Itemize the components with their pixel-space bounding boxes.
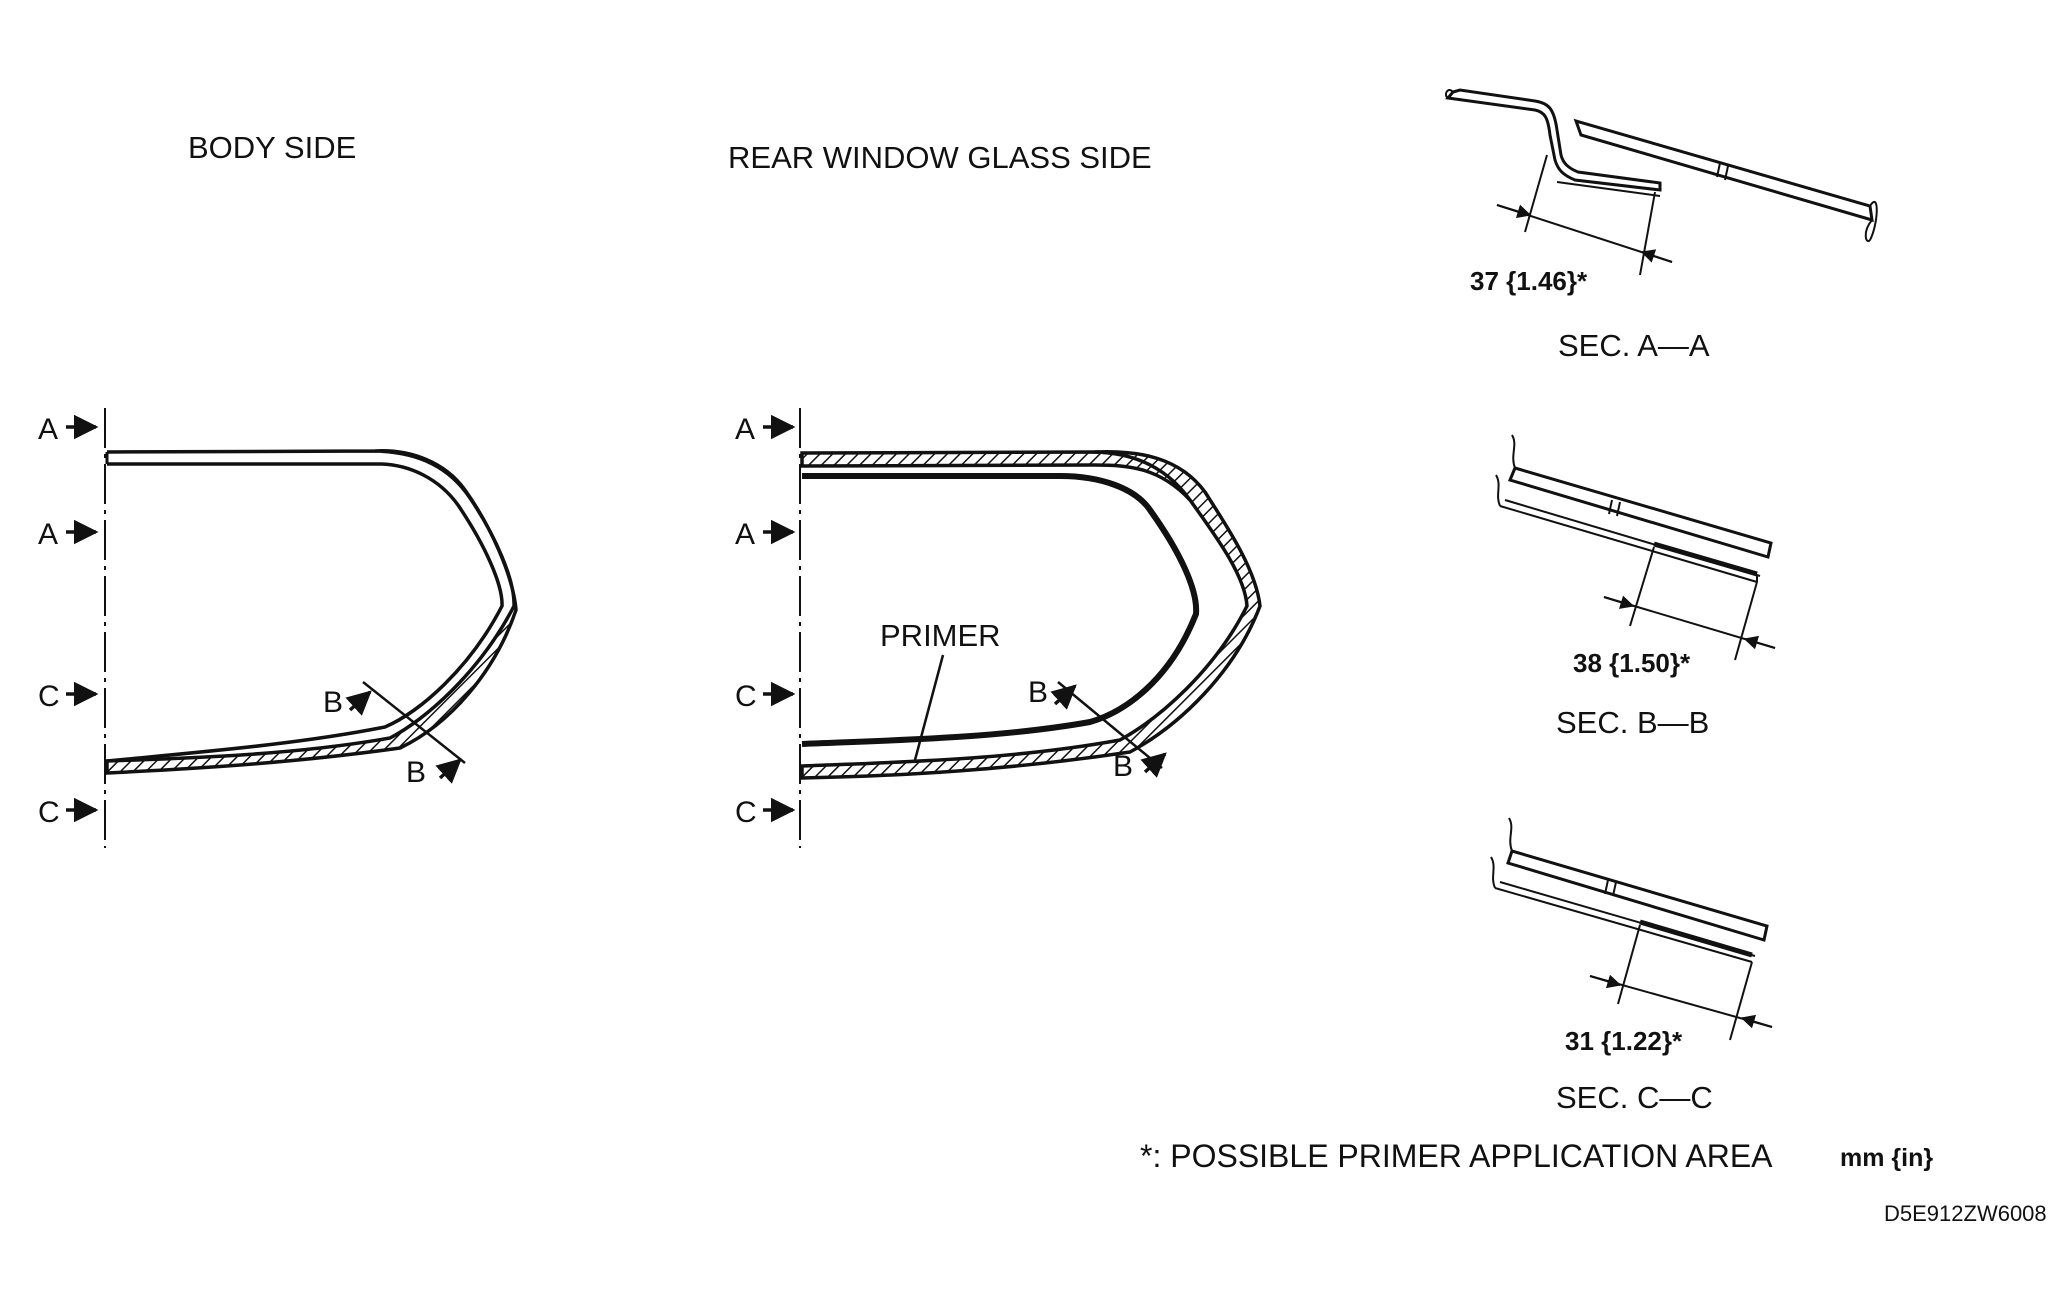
section-a-a-title: SEC. A—A (1558, 328, 1710, 363)
marker-a-lower: A (38, 518, 58, 551)
section-b-b-dimension: 38 {1.50}* (1573, 648, 1691, 678)
body-side-heading: BODY SIDE (188, 130, 356, 165)
section-a-a-dimension: 37 {1.46}* (1470, 266, 1588, 296)
marker-a-upper: A (735, 413, 755, 446)
body-side-section-b-cutline (362, 681, 466, 764)
primer-footnote: *: POSSIBLE PRIMER APPLICATION AREA (1140, 1138, 1773, 1174)
units-label: mm {in} (1840, 1144, 1933, 1172)
marker-b-upper: B (1028, 676, 1048, 709)
marker-c-lower: C (735, 796, 757, 829)
marker-b-lower: B (406, 756, 426, 789)
marker-a-lower: A (735, 518, 755, 551)
primer-line (801, 473, 1200, 747)
body-side-view (104, 408, 518, 848)
marker-c-upper: C (38, 680, 60, 713)
marker-c-lower: C (38, 796, 60, 829)
glass-side-section-markers: A A C C B B (735, 413, 1167, 829)
rear-window-glass-side-view: PRIMER (799, 408, 1262, 848)
figure-code: D5E912ZW6008 (1884, 1201, 2047, 1226)
marker-c-upper: C (735, 680, 757, 713)
primer-label: PRIMER (880, 618, 1001, 653)
marker-b-upper: B (323, 686, 343, 719)
primer-leader-line (913, 654, 945, 761)
marker-a-upper: A (38, 413, 58, 446)
section-a-a: 37 {1.46}* SEC. A—A (1444, 88, 1878, 363)
section-b-b-title: SEC. B—B (1556, 705, 1709, 740)
body-side-flange-outline (105, 449, 518, 775)
body-side-section-markers: A A C C B B (38, 413, 462, 829)
section-c-c-title: SEC. C—C (1556, 1080, 1713, 1115)
marker-b-lower: B (1113, 750, 1133, 783)
section-c-c: 31 {1.22}* SEC. C—C (1490, 817, 1773, 1115)
rear-window-glass-side-heading: REAR WINDOW GLASS SIDE (728, 140, 1152, 175)
section-b-b: 38 {1.50}* SEC. B—B (1495, 434, 1776, 740)
section-c-c-dimension: 31 {1.22}* (1565, 1026, 1683, 1056)
